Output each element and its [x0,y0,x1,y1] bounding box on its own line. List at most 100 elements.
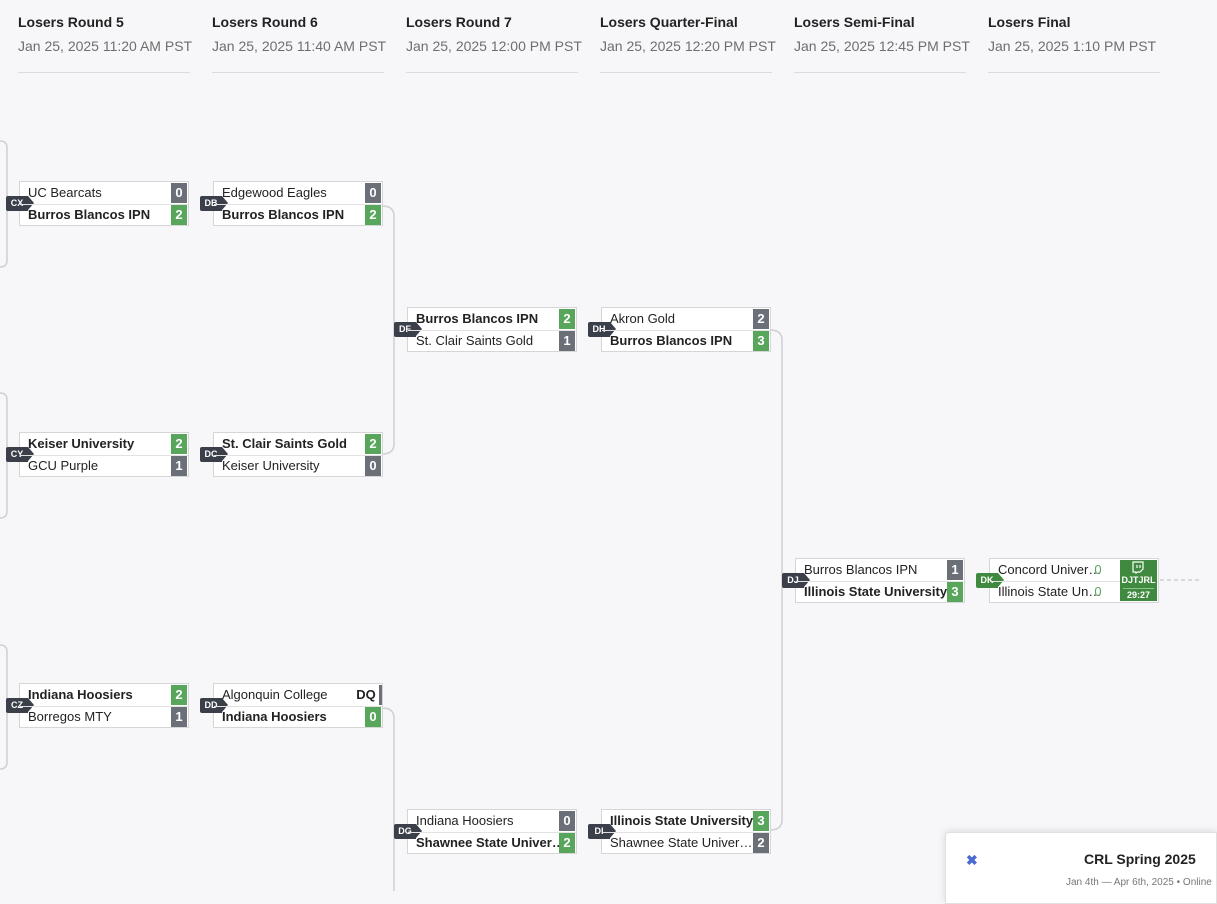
match-dh[interactable]: DH Akron Gold 2 Burros Blancos IPN 3 [588,307,771,352]
match-code: DJTJRL [1121,575,1156,585]
match-label: CY [6,447,34,462]
team-score: 2 [171,685,187,705]
team-row[interactable]: Shawnee State Univer… 2 [602,832,770,854]
match-label: DH [588,322,616,337]
team-name: Keiser University [28,436,135,451]
match-cx[interactable]: CX UC Bearcats 0 Burros Blancos IPN 2 [6,181,189,226]
team-row[interactable]: Indiana Hoosiers 0 [408,810,576,833]
team-score: 2 [559,309,575,329]
team-row[interactable]: Shawnee State Univer… 2 [408,832,576,854]
team-row[interactable]: Burros Blancos IPN 1 [796,559,964,582]
team-row[interactable]: Edgewood Eagles 0 [214,182,382,205]
round-time: Jan 25, 2025 12:00 PM PST [406,38,582,54]
team-name: Illinois State Un… [998,584,1102,599]
team-name: Indiana Hoosiers [28,687,133,702]
team-row[interactable]: St. Clair Saints Gold 2 [214,433,382,456]
match-db[interactable]: DB Edgewood Eagles 0 Burros Blancos IPN … [200,181,383,226]
round-title: Losers Quarter-Final [600,14,738,30]
match-cy[interactable]: CY Keiser University 2 GCU Purple 1 [6,432,189,477]
match-dc[interactable]: DC St. Clair Saints Gold 2 Keiser Univer… [200,432,383,477]
team-row[interactable]: Illinois State University 3 [602,810,770,833]
round-time: Jan 25, 2025 11:40 AM PST [212,38,387,54]
toast-title: CRL Spring 2025 [1084,851,1196,867]
match-cz[interactable]: CZ Indiana Hoosiers 2 Borregos MTY 1 [6,683,189,728]
close-icon[interactable]: ✖ [966,852,978,868]
team-row[interactable]: Illinois State University 3 [796,581,964,603]
match-dg[interactable]: DG Indiana Hoosiers 0 Shawnee State Univ… [394,809,577,854]
team-name: Edgewood Eagles [222,185,327,200]
round-header-losers-round-5: Losers Round 5 Jan 25, 2025 11:20 AM PST [18,0,193,73]
round-title: Losers Round 7 [406,14,512,30]
team-name: Concord Univer… [998,562,1102,577]
team-row[interactable]: Illinois State Un… 0 [990,581,1158,603]
team-score: 1 [947,560,963,580]
match-label: DI [588,824,616,839]
team-row[interactable]: Burros Blancos IPN 2 [408,308,576,331]
team-row[interactable]: St. Clair Saints Gold 1 [408,330,576,352]
team-name: Algonquin College [222,687,328,702]
team-score: 3 [753,811,769,831]
team-name: Burros Blancos IPN [610,333,733,348]
match-df[interactable]: DF Burros Blancos IPN 2 St. Clair Saints… [394,307,577,352]
team-row[interactable]: Burros Blancos IPN 3 [602,330,770,352]
team-name: Burros Blancos IPN [416,311,539,326]
team-row[interactable]: Burros Blancos IPN 2 [20,204,188,226]
round-header-losers-round-7: Losers Round 7 Jan 25, 2025 12:00 PM PST [406,0,582,73]
team-name: Shawnee State Univer… [610,835,753,850]
match-dk-live[interactable]: DK Concord Univer… 0 Illinois State Un… … [976,558,1159,603]
match-label: DF [394,322,422,337]
team-row[interactable]: Keiser University 2 [20,433,188,456]
round-time: Jan 25, 2025 12:20 PM PST [600,38,776,54]
team-score: 2 [365,434,381,454]
match-di[interactable]: DI Illinois State University 3 Shawnee S… [588,809,771,854]
round-title: Losers Semi-Final [794,14,915,30]
match-label: DD [200,698,228,713]
team-row[interactable]: Akron Gold 2 [602,308,770,331]
team-score: 1 [171,456,187,476]
team-name: Indiana Hoosiers [416,813,514,828]
round-header-losers-round-6: Losers Round 6 Jan 25, 2025 11:40 AM PST [212,0,387,73]
round-time: Jan 25, 2025 11:20 AM PST [18,38,193,54]
team-row[interactable]: UC Bearcats 0 [20,182,188,205]
team-row[interactable]: Keiser University 0 [214,455,382,477]
match-label: DJ [782,573,810,588]
team-score: 0 [559,811,575,831]
team-name: St. Clair Saints Gold [416,333,534,348]
team-name: Shawnee State Univer… [416,835,565,850]
round-header-losers-semi-final: Losers Semi-Final Jan 25, 2025 12:45 PM … [794,0,970,73]
match-label: DB [200,196,228,211]
team-score: 2 [559,833,575,853]
match-label: DC [200,447,228,462]
team-name: Indiana Hoosiers [222,709,327,724]
team-row[interactable]: Concord Univer… 0 [990,559,1158,582]
match-timer: 29:27 [1126,590,1151,600]
team-score-dq: DQ [356,687,376,702]
team-row[interactable]: GCU Purple 1 [20,455,188,477]
team-score: 2 [753,309,769,329]
team-row[interactable]: Indiana Hoosiers 2 [20,684,188,707]
team-name: Akron Gold [610,311,676,326]
live-stream-button[interactable]: DJTJRL 29:27 [1120,560,1157,601]
round-time: Jan 25, 2025 1:10 PM PST [988,38,1157,54]
team-name: Burros Blancos IPN [804,562,918,577]
team-score: 0 [1094,584,1102,599]
team-score: 2 [171,434,187,454]
divider [1123,588,1154,589]
team-row[interactable]: Burros Blancos IPN 2 [214,204,382,226]
round-title: Losers Round 5 [18,14,124,30]
tournament-toast[interactable]: ✖ CRL Spring 2025 Jan 4th — Apr 6th, 202… [945,832,1217,904]
team-row[interactable]: Indiana Hoosiers 0 [214,706,382,728]
team-row[interactable]: Borregos MTY 1 [20,706,188,728]
team-score: 1 [559,331,575,351]
team-score: 3 [947,582,963,602]
match-dj[interactable]: DJ Burros Blancos IPN 1 Illinois State U… [782,558,965,603]
team-name: Keiser University [222,458,320,473]
match-label: CZ [6,698,34,713]
round-title: Losers Final [988,14,1071,30]
team-score: 0 [365,707,381,727]
team-name: St. Clair Saints Gold [222,436,347,451]
round-header-losers-quarter-final: Losers Quarter-Final Jan 25, 2025 12:20 … [600,0,776,73]
team-row[interactable]: Algonquin College DQ [214,684,382,707]
team-name: Borregos MTY [28,709,112,724]
match-dd[interactable]: DD Algonquin College DQ Indiana Hoosiers… [200,683,383,728]
